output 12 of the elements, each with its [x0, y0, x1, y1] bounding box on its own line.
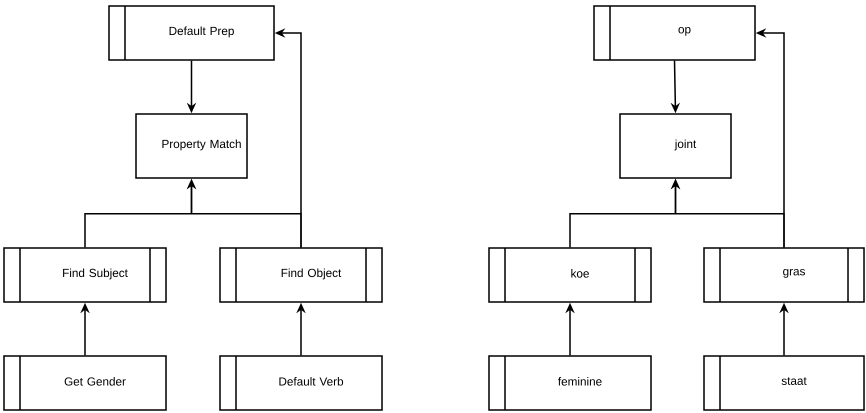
subroutine-box: Find Object: [219, 247, 383, 303]
subroutine-box: Get Gender: [3, 355, 167, 411]
process-box: joint: [619, 113, 732, 179]
subroutine-box: feminine: [488, 355, 652, 411]
subroutine-box: Find Subject: [3, 247, 167, 303]
subroutine-box: Default Prep: [108, 5, 275, 61]
subroutine-box: gras: [703, 247, 865, 303]
subroutine-box: staat: [703, 355, 865, 411]
subroutine-box: op: [593, 5, 756, 61]
subroutine-box: Default Verb: [219, 355, 383, 411]
process-box: Property Match: [135, 113, 248, 179]
subroutine-box: koe: [488, 247, 652, 303]
